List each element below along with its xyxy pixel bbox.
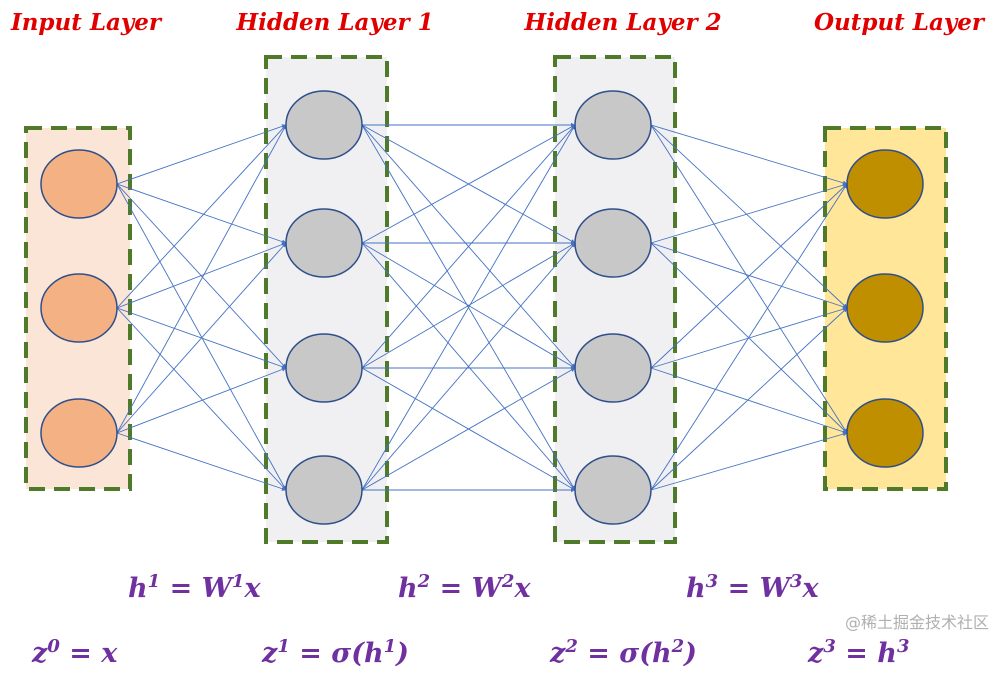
equation-z3: z3 = h3 — [807, 636, 909, 670]
connection-edge — [116, 183, 287, 369]
connection-edge — [116, 124, 287, 434]
connection-edge — [361, 242, 576, 369]
layer-title: Hidden Layer 2 — [523, 9, 721, 36]
connection-edge — [116, 242, 287, 434]
connection-edge — [650, 431, 848, 491]
input-node — [40, 273, 118, 343]
connection-edge — [116, 307, 287, 491]
hidden-node — [285, 90, 363, 160]
input-node — [40, 149, 118, 219]
connection-edge — [650, 183, 848, 491]
connection-edge — [650, 307, 848, 369]
connection-edge — [116, 183, 287, 491]
connection-edge — [650, 183, 848, 244]
hidden-node — [285, 208, 363, 278]
equation-z1: z1 = σ(h1) — [261, 636, 409, 670]
connection-edge — [650, 124, 848, 185]
equation-h1: h1 = W1x — [128, 571, 261, 605]
equation-z0: z0 = x — [31, 636, 118, 670]
equation-h2: h2 = W2x — [398, 571, 531, 605]
output-node — [846, 149, 924, 219]
connection-edge — [116, 124, 287, 309]
connection-edge — [650, 367, 848, 434]
connection-edge — [650, 124, 848, 434]
connection-edge — [116, 183, 287, 244]
connection-edge — [650, 307, 848, 491]
layer-title: Input Layer — [10, 9, 163, 36]
output-node — [846, 398, 924, 468]
connection-edge — [650, 124, 848, 309]
equation-z2: z2 = σ(h2) — [549, 636, 697, 670]
hidden-node — [574, 333, 652, 403]
connection-edge — [361, 124, 576, 491]
connection-edge — [116, 367, 287, 434]
layer-title: Output Layer — [814, 9, 986, 36]
hidden-node — [574, 455, 652, 525]
connection-edge — [361, 367, 576, 491]
hidden-node — [285, 333, 363, 403]
connection-edge — [650, 183, 848, 369]
connection-edge — [116, 124, 287, 185]
hidden-node — [574, 90, 652, 160]
equation-h3: h3 = W3x — [686, 571, 819, 605]
connection-edge — [116, 432, 287, 491]
input-node — [40, 398, 118, 468]
connection-edge — [116, 242, 287, 309]
hidden-node — [285, 455, 363, 525]
layer-title: Hidden Layer 1 — [235, 9, 433, 36]
hidden-node — [574, 208, 652, 278]
connection-edge — [361, 124, 576, 369]
connection-edge — [361, 242, 576, 491]
connection-edge — [361, 124, 576, 244]
output-node — [846, 273, 924, 343]
watermark: @稀土掘金技术社区 — [845, 613, 989, 632]
